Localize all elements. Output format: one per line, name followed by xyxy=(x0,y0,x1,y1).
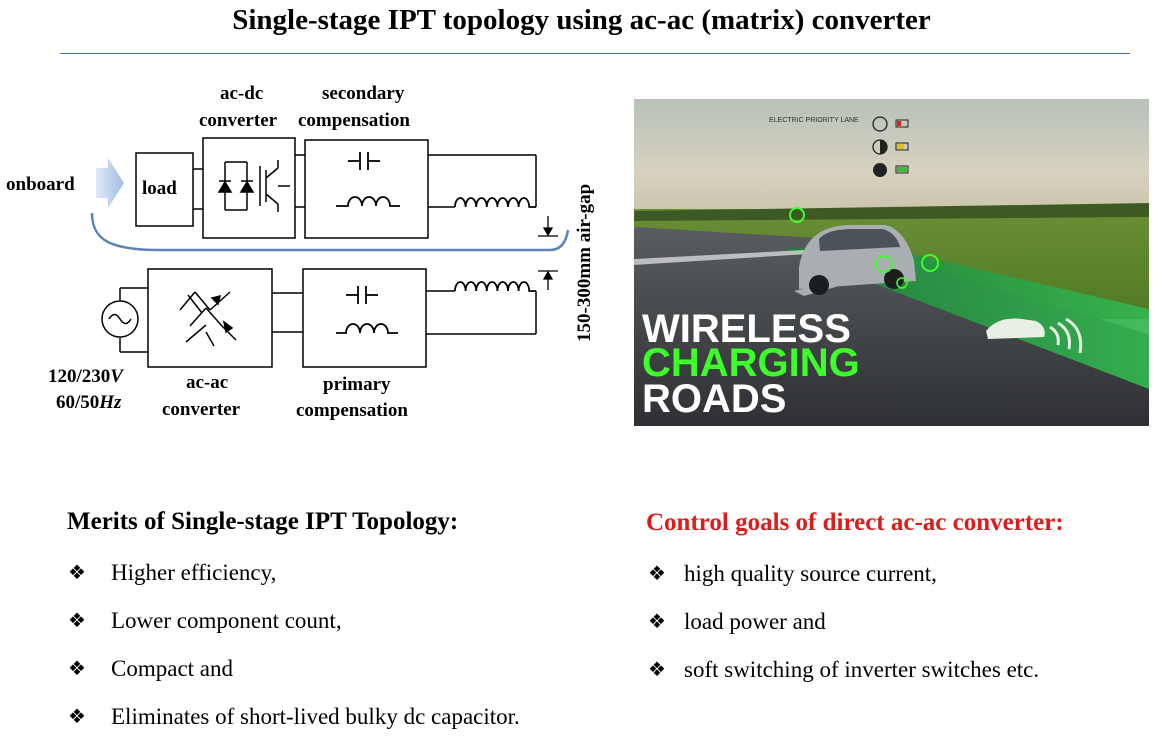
bullet-diamond-icon: ❖ xyxy=(68,706,86,728)
airgap-label: 150-300mm air-gap xyxy=(574,184,595,342)
list-item: ❖Compact and xyxy=(68,656,233,681)
onboard-arrow-icon xyxy=(96,158,124,208)
hud-icons xyxy=(872,116,909,177)
list-item: ❖load power and xyxy=(648,609,826,634)
list-item: ❖soft switching of inverter switches etc… xyxy=(648,657,1040,682)
matrix-switch-icon xyxy=(179,291,237,347)
bullet-diamond-icon: ❖ xyxy=(68,610,86,632)
load-block xyxy=(135,152,194,227)
headline-roads: ROADS xyxy=(642,377,786,421)
list-item: ❖Lower component count, xyxy=(68,608,342,633)
bullet-diamond-icon: ❖ xyxy=(68,562,86,584)
bullet-diamond-icon: ❖ xyxy=(648,563,666,585)
bullet-diamond-icon: ❖ xyxy=(68,658,86,680)
photo-road xyxy=(634,227,1149,426)
source-frequency-label: 60/50Hz xyxy=(56,392,122,413)
acac-converter-block xyxy=(147,268,273,368)
secondary-compensation-block xyxy=(304,139,429,239)
secondary-label-line2: compensation xyxy=(298,110,410,131)
bullet-diamond-icon: ❖ xyxy=(648,659,666,681)
primary-inductor-icon xyxy=(336,323,398,334)
goals-heading: Control goals of direct ac-ac converter: xyxy=(646,509,1064,536)
list-item: ❖high quality source current, xyxy=(648,561,937,586)
onboard-label: onboard xyxy=(6,174,75,195)
secondary-coil-icon xyxy=(454,197,536,208)
headline-charging: CHARGING xyxy=(642,341,860,385)
secondary-inductor-icon xyxy=(336,196,400,207)
primary-label-line1: primary xyxy=(323,374,391,395)
wireless-charging-roads-image: ELECTRIC PRIORITY LANE WIRELESS CHARGING… xyxy=(634,99,1149,426)
headline-wireless: WIRELESS xyxy=(642,307,851,351)
acac-label-line2: converter xyxy=(162,399,241,420)
source-voltage-label: 120/230V xyxy=(48,366,124,387)
primary-label-line2: compensation xyxy=(296,400,408,421)
acdc-label-line1: ac-dc xyxy=(220,83,263,104)
load-label: load xyxy=(142,178,177,199)
merits-heading: Merits of Single-stage IPT Topology: xyxy=(67,508,459,535)
airgap-arrows xyxy=(538,216,558,290)
acac-label-line1: ac-ac xyxy=(186,372,228,393)
primary-capacitor-icon xyxy=(346,286,378,304)
onboard-boundary xyxy=(90,212,570,252)
primary-compensation-block xyxy=(302,268,427,368)
rectifier-icon xyxy=(217,160,290,212)
secondary-capacitor-icon xyxy=(348,152,380,170)
bullet-diamond-icon: ❖ xyxy=(648,611,666,633)
lane-caption: ELECTRIC PRIORITY LANE xyxy=(769,117,859,124)
primary-coil-icon xyxy=(454,281,536,292)
lane-car-symbol-icon xyxy=(986,317,1083,354)
merits-list: ❖Higher efficiency, ❖Lower component cou… xyxy=(68,561,520,753)
secondary-label-line1: secondary xyxy=(322,83,405,104)
photo-sky xyxy=(634,99,1149,219)
list-item: ❖Eliminates of short-lived bulky dc capa… xyxy=(68,704,520,729)
ipt-topology-diagram: onboard load ac-dc converter secondary c… xyxy=(6,83,595,421)
list-item: ❖Higher efficiency, xyxy=(68,560,277,585)
title-divider xyxy=(60,53,1130,54)
acdc-label-line2: converter xyxy=(199,110,278,131)
slide-title: Single-stage IPT topology using ac-ac (m… xyxy=(232,4,931,36)
electric-car-icon xyxy=(799,225,916,295)
goals-list: ❖high quality source current, ❖load powe… xyxy=(648,562,1039,706)
